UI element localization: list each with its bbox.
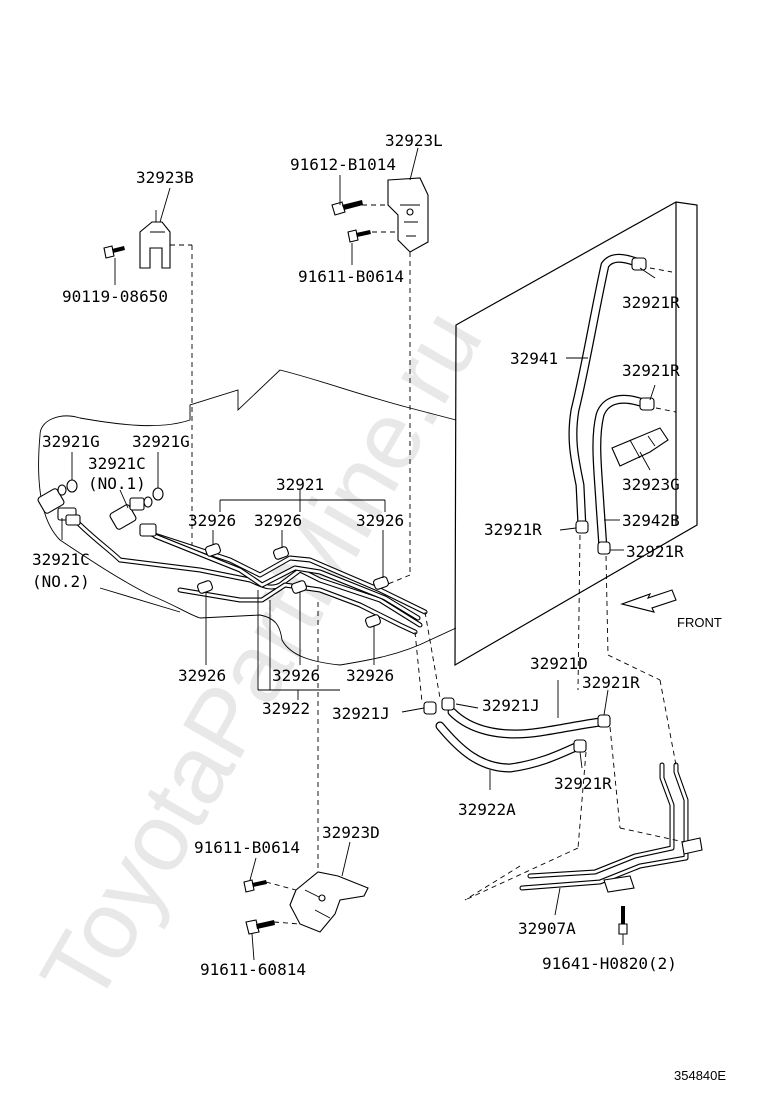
label-90119-08650: 90119-08650 (62, 287, 168, 306)
label-91611-60814: 91611-60814 (200, 960, 306, 979)
label-32941: 32941 (510, 349, 558, 368)
bracket-32923G (611, 427, 669, 467)
diagram-id: 354840E (674, 1068, 726, 1083)
label-32921G-b: 32921G (132, 432, 190, 451)
bracket-32923B (139, 210, 171, 269)
label-front: FRONT (677, 615, 722, 630)
label-32921J-a: 32921J (332, 704, 390, 723)
label-32922: 32922 (262, 699, 310, 718)
bracket-32923L (387, 177, 429, 253)
grommet-32926 (197, 543, 389, 628)
clamp-32921R-right (597, 541, 611, 555)
watermark: ToyotaPartMine.ru (21, 292, 503, 1020)
pipe-32907A (519, 762, 703, 893)
bolt-91641-H0820 (618, 906, 628, 935)
label-32942B: 32942B (622, 511, 680, 530)
clamp-32921R-mid (639, 397, 677, 413)
hose-32941 (568, 253, 641, 532)
leader-lines (61, 147, 685, 961)
label-32922A: 32922A (458, 800, 516, 819)
bolt-91611-B0614-bottom (243, 879, 267, 893)
clamp-32921R-left (575, 520, 589, 534)
radiator-panel (454, 201, 698, 667)
label-91611-B0614-bottom: 91611-B0614 (194, 838, 300, 857)
label-no1: (NO.1) (88, 474, 146, 493)
front-arrow (620, 589, 677, 613)
fitting-32921C-no1 (109, 497, 157, 537)
part-labels: 32923B 90119-08650 91612-B1014 32923L 91… (32, 131, 726, 1083)
label-32926-a: 32926 (188, 511, 236, 530)
label-32921D: 32921D (530, 654, 588, 673)
label-32921R-1: 32921R (622, 293, 680, 312)
clamp-32921R-top (631, 257, 673, 273)
clamp-32921J (423, 697, 455, 715)
label-no2: (NO.2) (32, 572, 90, 591)
label-32921G-a: 32921G (42, 432, 100, 451)
label-32921C-no1: 32921C (88, 454, 146, 473)
label-32921R-4: 32921R (626, 542, 684, 561)
bracket-32923D (289, 871, 369, 933)
label-32926-b: 32926 (254, 511, 302, 530)
label-32907A: 32907A (518, 919, 576, 938)
bolt-91611-B0614-top (347, 229, 371, 243)
gasket-32921G-b (143, 487, 164, 508)
label-32923D: 32923D (322, 823, 380, 842)
fitting-32921C-no2 (37, 488, 81, 526)
label-91611-B0614-top: 91611-B0614 (298, 267, 404, 286)
clamp-32921R-lower (573, 714, 611, 753)
label-32921R-3: 32921R (484, 520, 542, 539)
hose-32921D (447, 707, 605, 739)
label-32921R-2: 32921R (622, 361, 680, 380)
label-32921: 32921 (276, 475, 324, 494)
label-32926-c: 32926 (356, 511, 404, 530)
label-91641-H0820: 91641-H0820(2) (542, 954, 677, 973)
label-32926-f: 32926 (346, 666, 394, 685)
label-32923G: 32923G (622, 475, 680, 494)
bolt-90119-08650 (103, 245, 125, 259)
label-32921R-5: 32921R (582, 673, 640, 692)
bolt-91612-B1014 (331, 200, 363, 216)
hose-32922A (435, 721, 583, 773)
label-32921C-no2: 32921C (32, 550, 90, 569)
label-32923L: 32923L (385, 131, 443, 150)
hose-32942B (592, 394, 645, 553)
label-32923B: 32923B (136, 168, 194, 187)
label-91612-B1014: 91612-B1014 (290, 155, 396, 174)
label-32921J-b: 32921J (482, 696, 540, 715)
bolt-91611-60814 (245, 919, 275, 935)
label-32926-d: 32926 (178, 666, 226, 685)
gasket-32921G-a (57, 479, 78, 496)
label-32921R-6: 32921R (554, 774, 612, 793)
transmission-outline (38, 369, 457, 666)
label-32926-e: 32926 (272, 666, 320, 685)
